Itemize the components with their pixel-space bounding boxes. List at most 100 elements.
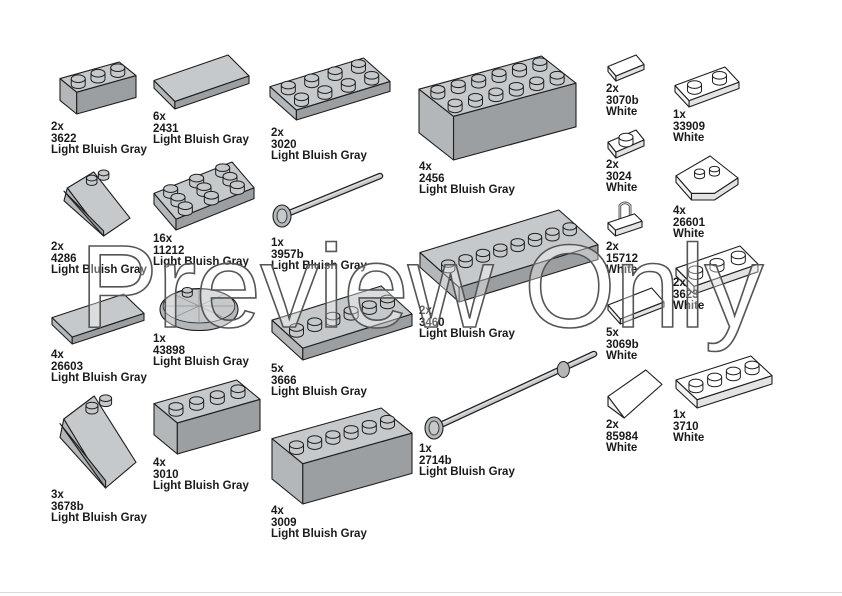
part-color: White — [673, 132, 705, 144]
brick-2x6-icon — [418, 55, 577, 161]
part-quantity: 1x — [271, 237, 284, 249]
tile-1x1-icon — [607, 54, 645, 82]
part-number: 33909 — [673, 120, 705, 133]
plate-1x8-icon — [419, 209, 599, 303]
part-color: White — [673, 228, 705, 240]
part-number: 3010 — [153, 468, 179, 481]
part-color: White — [673, 432, 705, 444]
part-number: 43898 — [153, 344, 185, 357]
part-number: 3666 — [271, 374, 297, 387]
part-color: Light Bluish Gray — [153, 134, 249, 146]
part-quantity: 2x — [51, 121, 64, 133]
part-quantity: 1x — [153, 333, 166, 345]
part-quantity: 1x — [673, 409, 686, 421]
part-quantity: 2x — [419, 305, 432, 317]
part-color: Light Bluish Gray — [419, 184, 515, 196]
part-quantity: 2x — [606, 159, 619, 171]
part-quantity: 4x — [153, 457, 166, 469]
part-number: 3678b — [51, 500, 84, 513]
wedge-plate-icon — [675, 155, 739, 201]
part-number: 15712 — [606, 252, 638, 265]
tile-2x3-icon — [51, 293, 145, 345]
part-number: 11212 — [153, 244, 185, 257]
part-color: Light Bluish Gray — [271, 528, 367, 540]
part-quantity: 5x — [271, 363, 284, 375]
antenna-long-icon — [424, 350, 598, 440]
part-quantity: 4x — [51, 349, 64, 361]
part-quantity: 2x — [673, 277, 686, 289]
part-quantity: 1x — [419, 443, 432, 455]
part-number: 3020 — [271, 138, 297, 151]
part-color: White — [673, 300, 705, 312]
part-number: 3623 — [673, 288, 699, 301]
part-color: Light Bluish Gray — [271, 260, 367, 272]
part-number: 2714b — [419, 454, 452, 467]
part-quantity: 16x — [153, 233, 173, 245]
plate-1x6-icon — [271, 285, 413, 361]
part-number: 3460 — [419, 316, 445, 329]
part-color: Light Bluish Gray — [419, 466, 515, 478]
part-quantity: 3x — [51, 489, 64, 501]
tile-1x4-icon — [153, 54, 250, 110]
part-color: Light Bluish Gray — [153, 356, 249, 368]
part-color: Light Bluish Gray — [51, 372, 147, 384]
slope-1x2-icon — [607, 369, 663, 419]
brick-1x3-icon — [59, 61, 137, 115]
tile-1x2-icon — [607, 287, 665, 325]
tile-clip-icon — [607, 213, 643, 237]
plate-1x4-icon — [675, 355, 773, 409]
part-color: Light Bluish Gray — [153, 256, 249, 268]
part-quantity: 2x — [271, 127, 284, 139]
part-color: Light Bluish Gray — [271, 386, 367, 398]
plate-1x3-icon — [675, 245, 759, 295]
part-quantity: 2x — [606, 83, 619, 95]
part-color: White — [606, 182, 638, 194]
part-quantity: 2x — [51, 241, 64, 253]
tile-clip-icon — [618, 201, 632, 221]
part-number: 2456 — [419, 172, 445, 185]
part-quantity: 6x — [153, 111, 166, 123]
part-quantity: 4x — [419, 161, 432, 173]
part-number: 3070b — [606, 94, 639, 107]
part-number: 2431 — [153, 122, 179, 135]
part-number: 3622 — [51, 132, 77, 145]
part-number: 3710 — [673, 420, 699, 433]
brick-1x6-icon — [271, 407, 413, 505]
slope-65-icon — [59, 394, 137, 489]
part-number: 3009 — [271, 516, 297, 529]
part-color: White — [606, 264, 638, 276]
slope-33-icon — [63, 169, 131, 237]
part-color: White — [606, 350, 638, 362]
brick-1x4-icon — [153, 379, 261, 455]
part-quantity: 5x — [606, 327, 619, 339]
antenna-icon — [272, 172, 384, 228]
page-bottom-rule — [0, 592, 842, 593]
part-color: Light Bluish Gray — [419, 328, 515, 340]
part-quantity: 4x — [271, 505, 284, 517]
part-color: Light Bluish Gray — [51, 144, 147, 156]
part-color: White — [606, 442, 638, 454]
part-number: 4286 — [51, 252, 77, 265]
part-color: Light Bluish Gray — [51, 264, 147, 276]
plate-1x1-icon — [607, 129, 645, 159]
part-quantity: 4x — [673, 205, 686, 217]
